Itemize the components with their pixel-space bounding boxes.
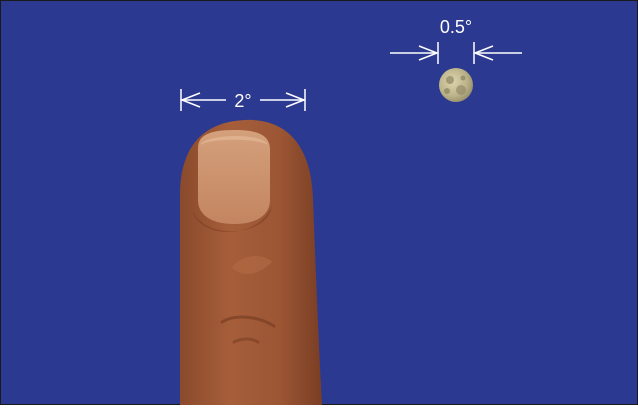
thumb-angle-label: 2° (234, 91, 251, 111)
moon-angle-label: 0.5° (440, 17, 472, 37)
moon-mare-1 (446, 76, 454, 84)
thumb-nail (198, 130, 270, 224)
moon-disc (439, 68, 473, 102)
moon-mare-3 (444, 88, 450, 94)
moon-mare-4 (461, 76, 466, 81)
thumb-illustration (180, 120, 322, 405)
moon-illustration (439, 68, 473, 102)
moon-mare-2 (456, 85, 466, 95)
